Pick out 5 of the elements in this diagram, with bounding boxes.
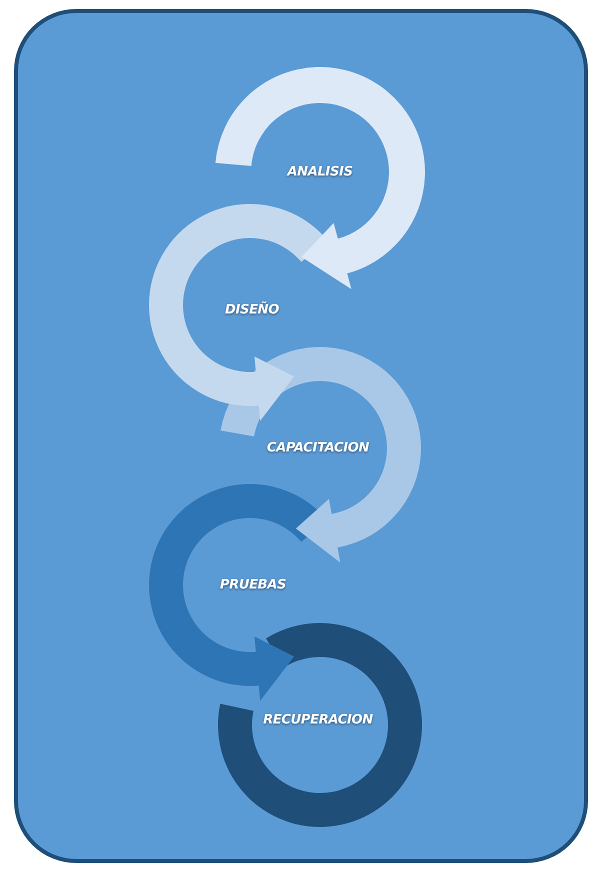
step-label: PRUEBAS [220,578,286,592]
step-label: RECUPERACION [263,712,373,728]
step-label: ANALISIS [287,164,353,180]
step-label: DISEÑO [225,302,279,318]
step-label: CAPACITACION [266,440,370,456]
